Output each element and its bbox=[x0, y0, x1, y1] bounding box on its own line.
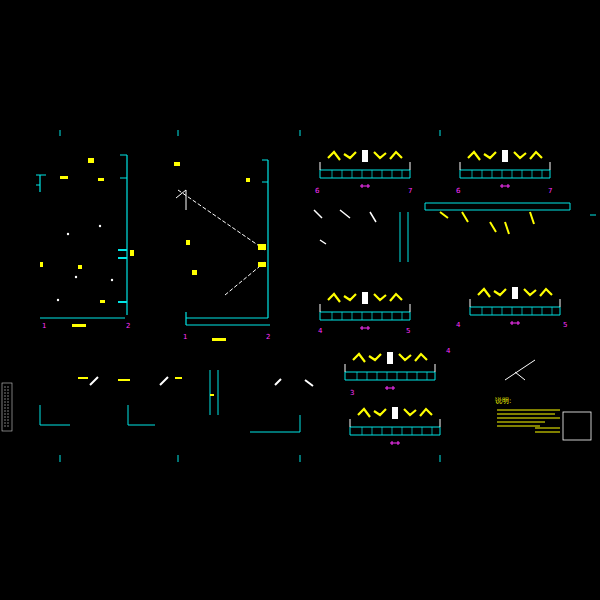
yellow-mark bbox=[88, 158, 94, 163]
notes-heading: 说明: bbox=[495, 398, 511, 405]
section-strip bbox=[320, 292, 410, 330]
section-strip bbox=[320, 150, 410, 188]
column-section bbox=[400, 212, 408, 262]
axis-number: 6 bbox=[315, 188, 319, 195]
axis-number: 3 bbox=[350, 390, 354, 397]
axis-number: 5 bbox=[563, 322, 567, 329]
dot bbox=[111, 279, 113, 281]
beam-outline bbox=[425, 203, 570, 210]
dot bbox=[67, 233, 69, 235]
dot bbox=[57, 299, 59, 301]
yellow-mark bbox=[78, 265, 82, 269]
axis-number: 7 bbox=[408, 188, 412, 195]
diagonal-line bbox=[178, 190, 265, 295]
axis-number: 2 bbox=[126, 323, 130, 330]
detail-bar bbox=[505, 360, 535, 380]
sheet-tick bbox=[60, 130, 596, 462]
plan-marks bbox=[40, 158, 134, 327]
axis-number: 4 bbox=[456, 322, 460, 329]
yellow-mark bbox=[100, 300, 105, 303]
plan-wall bbox=[118, 250, 127, 302]
yellow-mark bbox=[40, 262, 43, 267]
detail-bar bbox=[90, 377, 313, 386]
yellow-mark bbox=[98, 178, 104, 181]
yellow-mark bbox=[72, 324, 86, 327]
title-text-mark bbox=[535, 428, 560, 432]
margin-stamp bbox=[2, 383, 12, 431]
yellow-mark bbox=[78, 378, 214, 395]
plan-marks bbox=[174, 162, 266, 341]
section-strip bbox=[345, 352, 435, 390]
axis-number: 2 bbox=[266, 334, 270, 341]
yellow-mark bbox=[258, 262, 266, 267]
yellow-mark bbox=[192, 270, 197, 275]
plan-outline bbox=[36, 155, 127, 318]
detail-outline bbox=[40, 370, 300, 432]
section-strip bbox=[470, 287, 560, 325]
yellow-mark bbox=[212, 338, 226, 341]
axis-number: 7 bbox=[548, 188, 552, 195]
axis-number: 6 bbox=[456, 188, 460, 195]
axis-number: 4 bbox=[446, 348, 450, 355]
axis-number: 1 bbox=[42, 323, 46, 330]
small-detail bbox=[314, 210, 376, 244]
axis-number: 1 bbox=[183, 334, 187, 341]
yellow-mark bbox=[258, 244, 266, 250]
section-strip bbox=[460, 150, 550, 188]
yellow-mark bbox=[60, 176, 68, 179]
dot bbox=[99, 225, 101, 227]
dot bbox=[75, 276, 77, 278]
axis-number: 4 bbox=[318, 328, 322, 335]
plan-dots bbox=[57, 225, 113, 301]
axis-number: 5 bbox=[406, 328, 410, 335]
yellow-mark bbox=[246, 178, 250, 182]
section-strip bbox=[350, 407, 440, 445]
margin-text-mark bbox=[5, 386, 8, 428]
note-lines bbox=[497, 410, 560, 426]
yellow-mark bbox=[186, 240, 190, 245]
plan-outline bbox=[186, 160, 270, 325]
title-block bbox=[563, 412, 591, 440]
yellow-mark bbox=[174, 162, 180, 166]
yellow-mark bbox=[130, 250, 134, 256]
rebar-mark bbox=[440, 212, 534, 234]
corner-detail bbox=[176, 190, 186, 210]
